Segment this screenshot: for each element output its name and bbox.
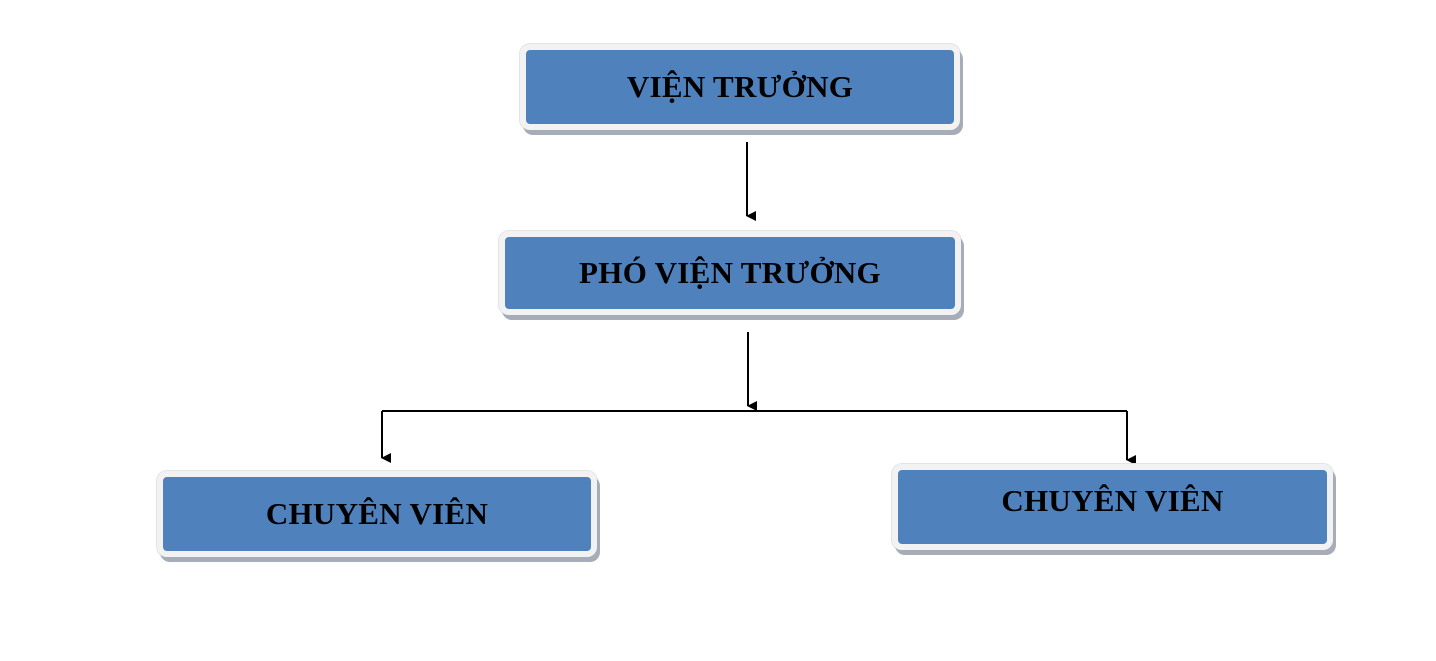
node-deputy-director: PHÓ VIỆN TRƯỞNG (499, 231, 961, 315)
node-director: VIỆN TRƯỞNG (520, 44, 960, 130)
node-staff-left-label: CHUYÊN VIÊN (265, 496, 489, 531)
node-staff-right: CHUYÊN VIÊN (892, 464, 1333, 550)
node-staff-left: CHUYÊN VIÊN (157, 471, 597, 557)
node-deputy-director-label: PHÓ VIỆN TRƯỞNG (579, 255, 881, 290)
node-director-label: VIỆN TRƯỞNG (626, 69, 854, 104)
node-staff-right-label: CHUYÊN VIÊN (1001, 483, 1224, 518)
